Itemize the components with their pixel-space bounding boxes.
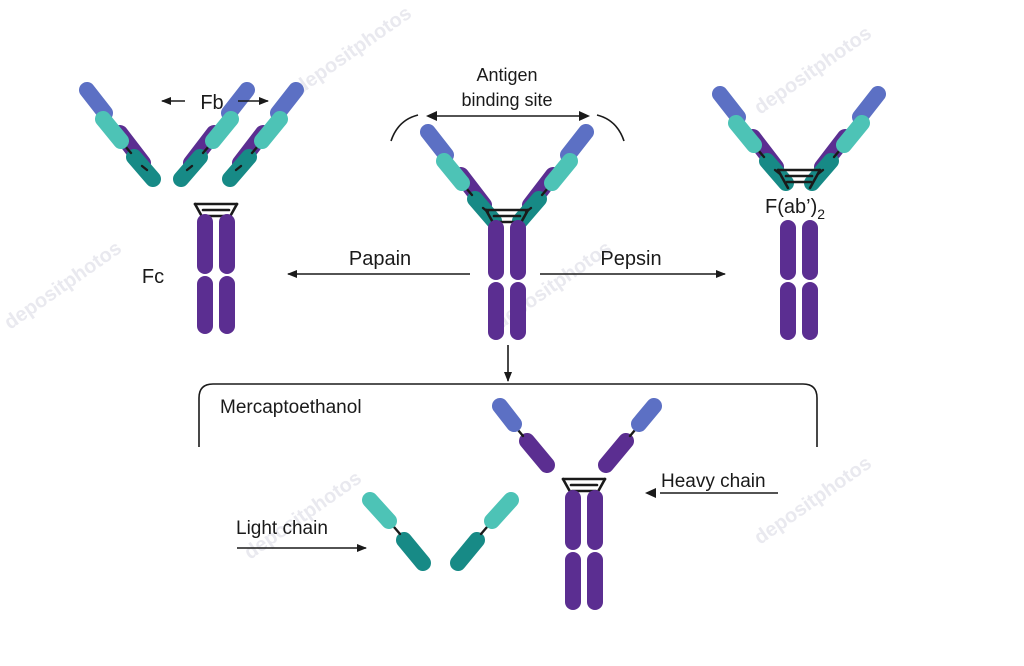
antigen-arrowhead-right [579,111,590,121]
fab-left-piece-light-variable-domain [205,111,239,149]
heavy-chain-label: Heavy chain [661,471,766,492]
fab-fragment-right-heavy-variable-domain [270,82,304,121]
light-right-variable-domain [484,492,519,529]
light-left-linker [392,525,402,536]
fab-fragment-left-light-variable-domain [95,111,129,149]
heavy-left-constant-domain [519,433,555,473]
watermark-text: depositphotos [750,22,875,119]
intact-right-arm-light-variable-domain [544,153,578,191]
annotation-lines [161,97,818,552]
watermark-text: depositphotos [0,237,125,334]
light-left-variable-domain [362,492,397,529]
intact-right-arm-heavy-variable-domain [560,124,594,163]
heavy-left-variable-domain [492,398,522,432]
fb-label: Fb [200,92,223,114]
labels: Fb Fc Antigen binding site Papain Pepsin… [142,65,825,539]
light-left-constant-domain [396,532,431,571]
fab-fragment-left-heavy-variable-domain [79,82,113,121]
intact-left-arm-light-variable-domain [436,153,470,191]
fab2-main-text: F(ab’) [765,196,817,218]
fab2-label: F(ab’)2 [765,196,825,222]
fab2-right-arm-heavy-variable-domain [852,86,886,125]
mercaptoethanol-bracket [198,383,818,447]
fab2-subscript: 2 [817,206,825,222]
fab-fragment-left-interchain-bond [140,164,149,172]
watermark-text: depositphotos [290,2,415,99]
pepsin-label: Pepsin [600,248,661,270]
light-right-linker [479,525,489,536]
watermark-text: depositphotos [490,237,615,334]
fc-label: Fc [142,266,164,288]
watermark-text: depositphotos [750,452,875,549]
fab-left-piece-interchain-bond [185,164,194,172]
light-right-constant-domain [450,532,485,571]
heavy-left-linker [516,428,525,438]
fab2-left-arm-light-variable-domain [728,115,762,153]
mercaptoethanol-label: Mercaptoethanol [220,397,362,418]
fab2-left-arm-heavy-variable-domain [712,86,746,125]
fab-fragment-right-light-variable-domain [254,111,288,149]
light-chain-label: Light chain [236,518,328,539]
antigen-label-line1: Antigen [476,65,537,85]
heavy-right-variable-domain [631,398,662,432]
antigen-bracket-left [390,114,419,142]
fab2-hinge-legs [776,168,822,190]
antigen-bracket-right [596,114,625,142]
intact-left-arm-heavy-variable-domain [420,124,454,163]
antigen-arrowhead-left [426,111,437,121]
heavy-right-constant-domain [598,433,634,473]
antibody-shapes [79,82,886,610]
papain-label: Papain [349,248,411,270]
fab2-hinge-disulfide [776,168,822,184]
fab2-right-arm-light-variable-domain [836,115,870,153]
fab-fragment-right-interchain-bond [234,164,243,172]
heavy-right-linker [628,428,637,438]
heavy-chain-arrowhead [645,488,656,498]
watermark-text: depositphotos [240,467,365,564]
antigen-label-line2: binding site [461,90,552,110]
